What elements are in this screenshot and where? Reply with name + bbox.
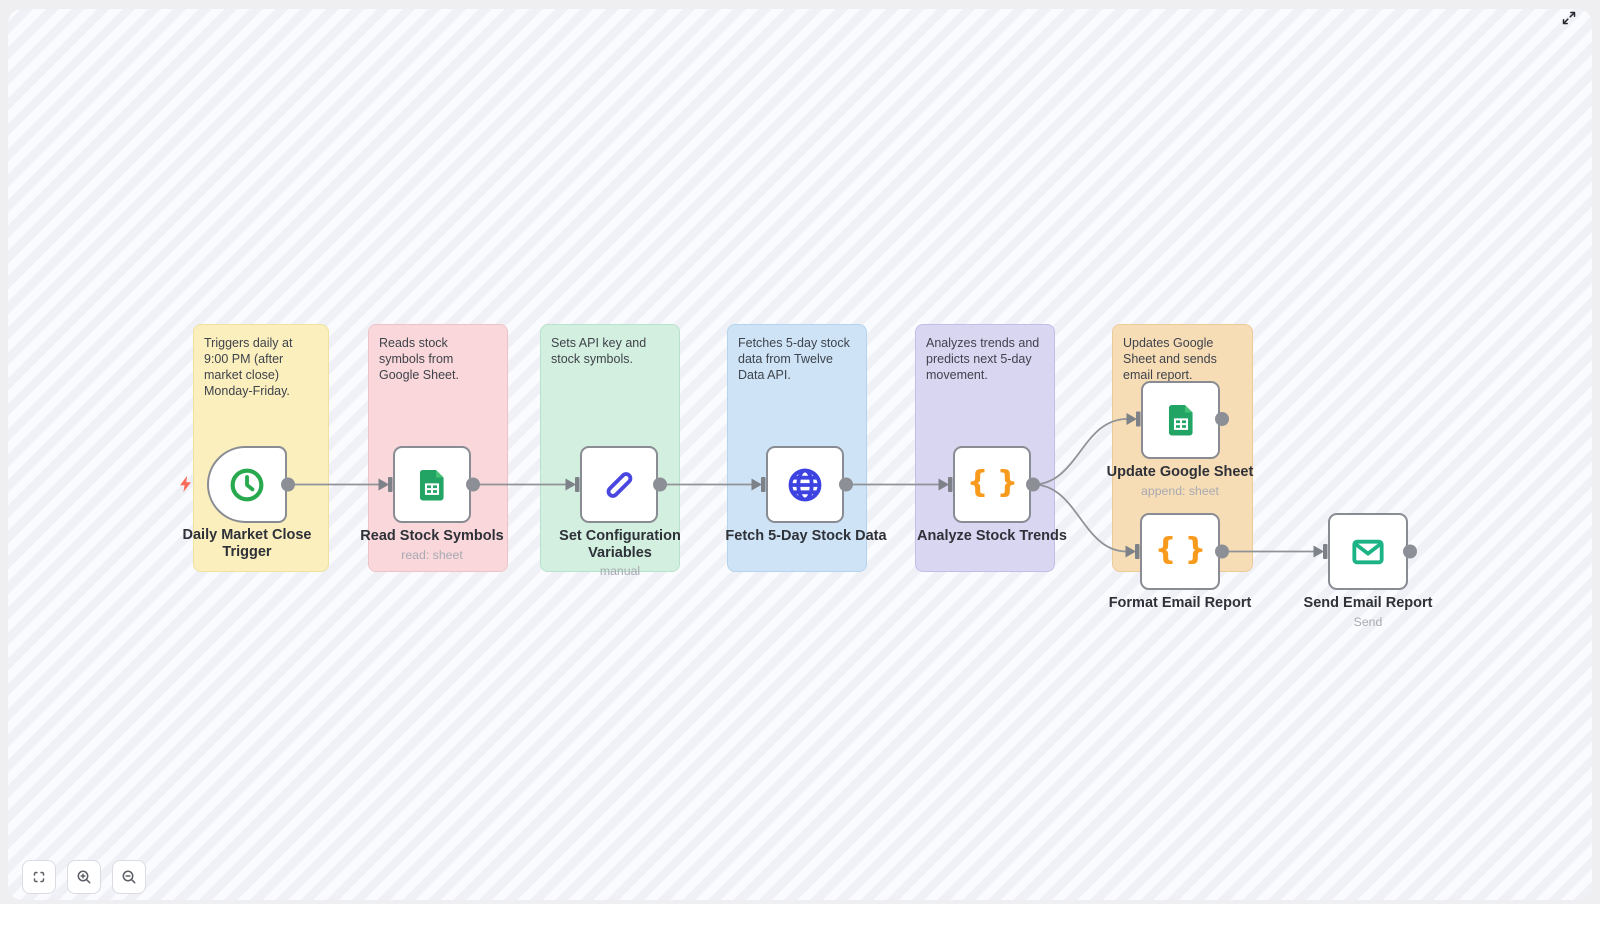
node-subtitle: Send: [1353, 614, 1383, 629]
node-title: Set Configuration Variables: [559, 528, 681, 561]
node-subtitle: append: sheet: [1141, 483, 1219, 498]
edge-analyze-update[interactable]: [1032, 418, 1128, 486]
node-label-set: Set Configuration Variables manual: [554, 528, 686, 578]
output-connector[interactable]: [1403, 544, 1417, 559]
input-connector[interactable]: [751, 477, 766, 492]
input-connector[interactable]: [938, 477, 953, 492]
sticky-note-text: Fetches 5-day stock data from Twelve Dat…: [738, 336, 850, 382]
output-connector[interactable]: [839, 477, 853, 492]
code-braces-icon: { }: [1154, 531, 1206, 567]
output-connector[interactable]: [466, 477, 480, 492]
node-subtitle: read: sheet: [401, 547, 463, 562]
node-title: Daily Market Close Trigger: [182, 527, 312, 560]
expand-button[interactable]: [1560, 9, 1578, 27]
sticky-note-text: Triggers daily at 9:00 PM (after market …: [204, 336, 293, 398]
output-connector[interactable]: [653, 477, 667, 492]
google-sheets-icon: [1168, 404, 1193, 436]
node-label-update: Update Google Sheet append: sheet: [1107, 464, 1254, 498]
node-label-send: Send Email Report Send: [1304, 595, 1433, 629]
globe-icon: [788, 468, 822, 501]
sticky-note-trigger[interactable]: Triggers daily at 9:00 PM (after market …: [193, 324, 329, 572]
node-format-email-report[interactable]: { }: [1140, 513, 1220, 590]
input-connector[interactable]: [1313, 544, 1328, 559]
sticky-note-read[interactable]: Reads stock symbols from Google Sheet.: [368, 324, 508, 572]
zoom-in-icon: [77, 870, 91, 884]
output-connector[interactable]: [281, 477, 295, 492]
node-label-format: Format Email Report: [1109, 595, 1252, 612]
input-connector[interactable]: [1126, 411, 1141, 427]
node-label-trigger: Daily Market Close Trigger: [181, 527, 313, 560]
pencil-icon: [606, 471, 633, 498]
node-title: Format Email Report: [1108, 595, 1252, 611]
envelope-icon: [1352, 539, 1384, 564]
node-label-fetch: Fetch 5-Day Stock Data: [725, 528, 886, 545]
fit-view-button[interactable]: [22, 860, 56, 894]
code-braces-icon: { }: [966, 464, 1018, 500]
node-label-read: Read Stock Symbols read: sheet: [360, 528, 503, 562]
output-connector[interactable]: [1026, 477, 1040, 492]
node-label-analyze: Analyze Stock Trends: [917, 528, 1067, 545]
sticky-note-set[interactable]: Sets API key and stock symbols.: [540, 324, 680, 572]
input-connector[interactable]: [378, 477, 393, 492]
lightning-bolt-icon: [180, 475, 191, 492]
sticky-note-text: Analyzes trends and predicts next 5-day …: [926, 336, 1040, 382]
sticky-note-text: Reads stock symbols from Google Sheet.: [379, 336, 459, 382]
node-title: Read Stock Symbols: [360, 528, 504, 544]
node-send-email-report[interactable]: [1328, 513, 1408, 590]
zoom-in-button[interactable]: [67, 860, 101, 894]
input-connector[interactable]: [1125, 544, 1140, 559]
sticky-note-text: Sets API key and stock symbols.: [551, 336, 647, 366]
input-connector[interactable]: [565, 477, 580, 492]
google-sheets-icon: [419, 469, 444, 501]
node-title: Analyze Stock Trends: [917, 528, 1067, 544]
node-title: Update Google Sheet: [1106, 464, 1254, 480]
node-title: Send Email Report: [1303, 595, 1433, 611]
zoom-out-button[interactable]: [112, 860, 146, 894]
edge-analyze-format[interactable]: [1032, 483, 1128, 553]
expand-icon: [1562, 11, 1576, 25]
node-title: Fetch 5-Day Stock Data: [725, 528, 887, 544]
clock-icon: [230, 468, 264, 501]
output-connector[interactable]: [1215, 412, 1229, 426]
sticky-note-text: Updates Google Sheet and sends email rep…: [1123, 336, 1217, 382]
zoom-out-icon: [122, 870, 136, 884]
node-subtitle: manual: [599, 564, 641, 578]
output-connector[interactable]: [1215, 544, 1229, 559]
fit-view-icon: [33, 871, 45, 883]
